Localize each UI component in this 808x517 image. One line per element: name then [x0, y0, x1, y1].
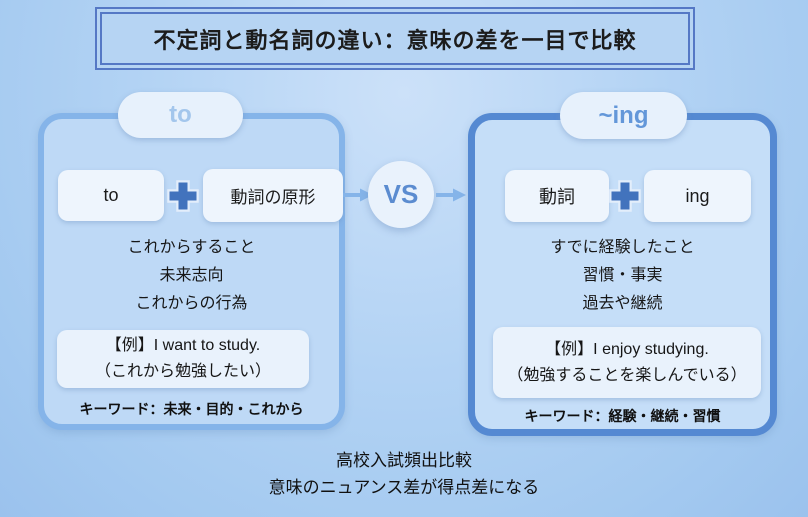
right-tab-pill: ~ing [560, 92, 687, 139]
left-description-line: これからの行為 [135, 295, 248, 312]
left-example-line: （これから勉強したい） [94, 363, 271, 380]
title-box: 不定詞と動名詞の違い：意味の差を一目で比較 [95, 7, 695, 70]
page-title: 不定詞と動名詞の違い：意味の差を一目で比較 [153, 27, 637, 53]
right-keywords: キーワード：経験・継続・習慣 [524, 408, 721, 424]
right-example-box: 【例】I enjoy studying. （勉強することを楽しんでいる） [493, 327, 761, 398]
footer-note: 高校入試頻出比較 意味のニュアンス差が得点差になる [0, 447, 808, 501]
plus-icon [609, 180, 641, 212]
vs-label: VS [383, 179, 419, 209]
footer-line: 意味のニュアンス差が得点差になる [268, 478, 540, 497]
left-tab-label: to [169, 101, 192, 128]
left-example-box: 【例】I want to study. （これから勉強したい） [57, 330, 309, 388]
right-formula-part2-box: ing [644, 170, 751, 222]
right-description-line: すでに経験したこと [550, 239, 695, 256]
left-formula-part2-box: 動詞の原形 [203, 169, 343, 222]
left-formula-part1-box: to [58, 170, 164, 221]
right-formula-part1-box: 動詞 [505, 170, 609, 222]
right-description-line: 習慣・事実 [582, 267, 663, 284]
vs-badge: VS [368, 161, 434, 228]
left-keywords: キーワード：未来・目的・これから [79, 401, 304, 417]
right-example-line: 【例】I enjoy studying. [545, 340, 709, 358]
right-description: すでに経験したこと 習慣・事実 過去や継続 [468, 234, 777, 318]
left-example-line: 【例】I want to study. [105, 337, 261, 354]
right-description-line: 過去や継続 [582, 295, 663, 312]
footer-line: 高校入試頻出比較 [336, 451, 472, 470]
plus-icon [167, 180, 199, 212]
arrow-right-icon [343, 188, 373, 202]
left-description: これからすること 未来志向 これからの行為 [38, 234, 345, 318]
left-description-line: これからすること [127, 239, 256, 256]
left-tab-pill: to [118, 92, 243, 138]
right-example-line: （勉強することを楽しんでいる） [507, 366, 747, 384]
arrow-right-icon [436, 188, 466, 202]
left-description-line: 未来志向 [159, 267, 224, 284]
right-tab-label: ~ing [598, 101, 649, 129]
